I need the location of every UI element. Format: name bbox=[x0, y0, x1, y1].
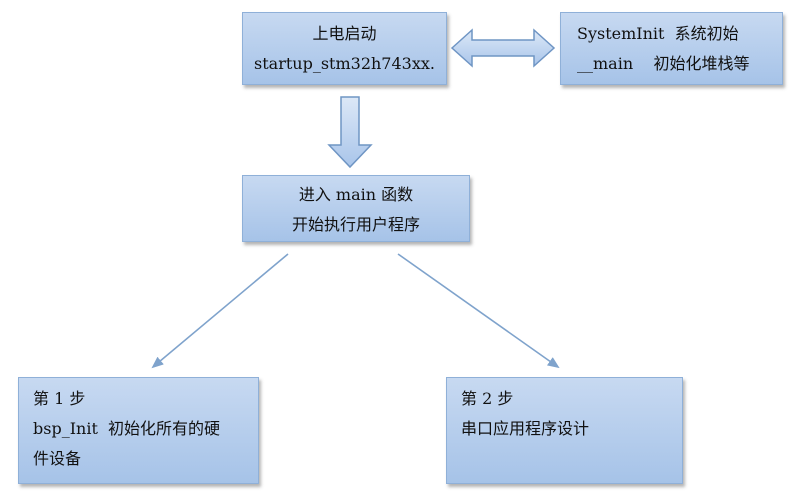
arrow-main-step2 bbox=[397, 253, 560, 369]
node-power-on: 上电启动 startup_stm32h743xx. bbox=[242, 12, 447, 85]
node-power-on-title: 上电启动 bbox=[312, 24, 377, 43]
node-step2-title: 第 2 步 bbox=[461, 389, 514, 408]
node-power-on-file: startup_stm32h743xx. bbox=[254, 54, 435, 73]
node-system-init-line2: __main 初始化堆栈等 bbox=[577, 54, 750, 73]
arrow-main-step1 bbox=[151, 253, 289, 369]
node-step1-title: 第 1 步 bbox=[33, 389, 86, 408]
node-enter-main-line1: 进入 main 函数 bbox=[298, 185, 414, 204]
node-system-init-line1: SystemInit 系统初始 bbox=[577, 24, 739, 43]
node-step1-line2: bsp_Init 初始化所有的硬 bbox=[33, 419, 221, 438]
node-step1: 第 1 步 bsp_Init 初始化所有的硬 件设备 bbox=[18, 377, 259, 484]
node-enter-main-line2: 开始执行用户程序 bbox=[291, 215, 420, 234]
node-system-init: SystemInit 系统初始 __main 初始化堆栈等 bbox=[560, 12, 783, 85]
node-step1-line3: 件设备 bbox=[33, 449, 82, 468]
down-arrow-power-main bbox=[327, 96, 373, 169]
node-step2: 第 2 步 串口应用程序设计 bbox=[446, 377, 683, 484]
node-enter-main: 进入 main 函数 开始执行用户程序 bbox=[242, 175, 470, 242]
node-step2-line2: 串口应用程序设计 bbox=[461, 419, 590, 438]
double-arrow-power-systeminit bbox=[450, 28, 556, 68]
